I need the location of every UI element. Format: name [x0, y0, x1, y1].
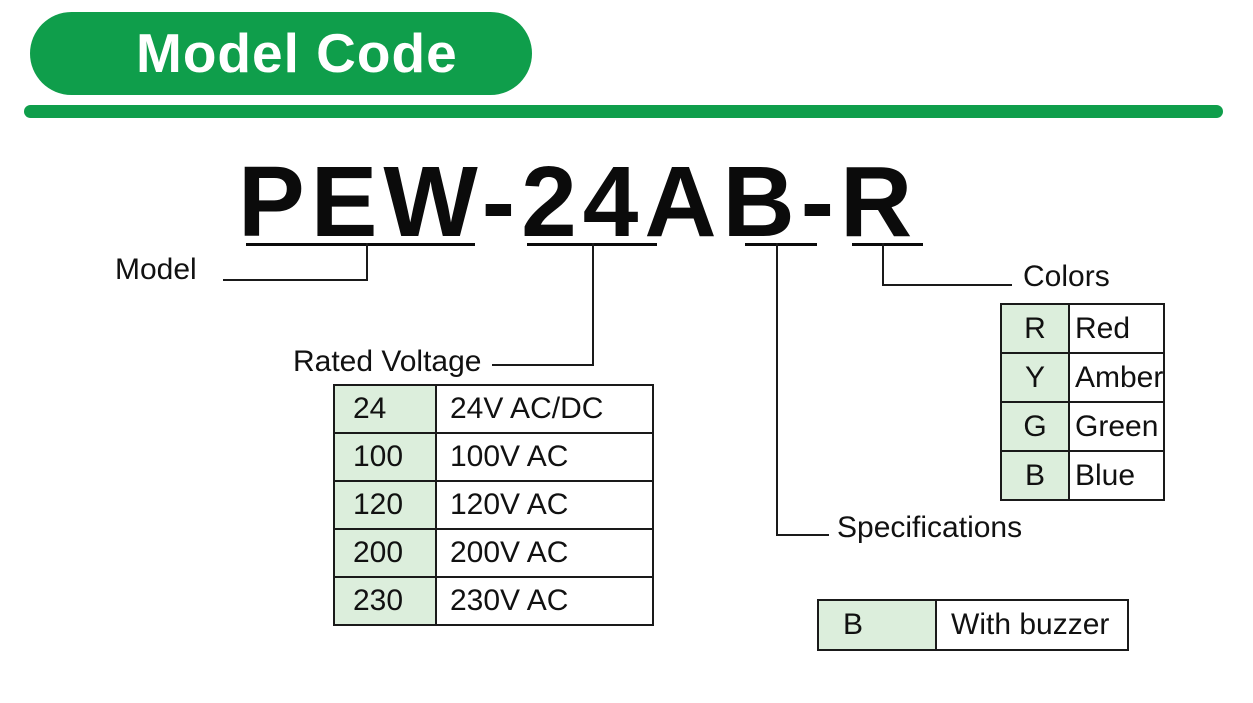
voltage-value-cell: 200V AC: [435, 528, 654, 578]
spec-code-cell: B: [817, 599, 937, 651]
spec-leader-vertical: [776, 243, 778, 536]
table-row: 230 230V AC: [333, 576, 654, 626]
colors-leader-horizontal: [882, 284, 1012, 286]
spec-leader-horizontal: [776, 534, 829, 536]
color-code-cell: B: [1000, 450, 1070, 501]
model-leader-horizontal: [223, 279, 368, 281]
colors-leader-vertical: [882, 243, 884, 286]
colors-table: R Red Y Amber G Green B Blue: [1000, 303, 1166, 501]
color-value-cell: Red: [1067, 303, 1166, 354]
voltage-code-cell: 100: [333, 432, 437, 482]
table-row: B Blue: [1000, 450, 1166, 501]
table-row: 200 200V AC: [333, 528, 654, 578]
color-code-cell: G: [1000, 401, 1070, 452]
model-code-text: PEW-24AB-R: [238, 146, 919, 258]
underline-spec-segment: [745, 243, 817, 246]
voltage-code-cell: 24: [333, 384, 437, 434]
color-value-cell: Green: [1067, 401, 1166, 452]
color-value-cell: Blue: [1067, 450, 1166, 501]
color-code-cell: Y: [1000, 352, 1070, 403]
table-row: G Green: [1000, 401, 1166, 452]
voltage-value-cell: 230V AC: [435, 576, 654, 626]
specifications-label: Specifications: [837, 511, 1023, 544]
table-row: 120 120V AC: [333, 480, 654, 530]
underline-model-segment: [246, 243, 475, 246]
title-pill: Model Code: [30, 12, 532, 95]
voltage-leader-horizontal: [492, 364, 594, 366]
voltage-value-cell: 100V AC: [435, 432, 654, 482]
rated-voltage-label: Rated Voltage: [293, 345, 482, 378]
voltage-code-cell: 120: [333, 480, 437, 530]
color-code-cell: R: [1000, 303, 1070, 354]
voltage-leader-vertical: [592, 243, 594, 366]
table-row: Y Amber: [1000, 352, 1166, 403]
table-row: B With buzzer: [817, 599, 1129, 651]
voltage-code-cell: 230: [333, 576, 437, 626]
voltage-value-cell: 24V AC/DC: [435, 384, 654, 434]
spec-value-cell: With buzzer: [935, 599, 1129, 651]
voltage-code-cell: 200: [333, 528, 437, 578]
voltage-value-cell: 120V AC: [435, 480, 654, 530]
rated-voltage-table: 24 24V AC/DC 100 100V AC 120 120V AC 200…: [333, 384, 654, 626]
underline-color-segment: [852, 243, 923, 246]
color-value-cell: Amber: [1067, 352, 1166, 403]
model-label: Model: [115, 253, 197, 286]
accent-divider-bar: [24, 105, 1223, 118]
model-leader-vertical: [366, 243, 368, 281]
page-title: Model Code: [136, 22, 458, 84]
specifications-table: B With buzzer: [817, 599, 1129, 651]
table-row: 24 24V AC/DC: [333, 384, 654, 434]
table-row: R Red: [1000, 303, 1166, 354]
colors-label: Colors: [1023, 260, 1110, 293]
table-row: 100 100V AC: [333, 432, 654, 482]
